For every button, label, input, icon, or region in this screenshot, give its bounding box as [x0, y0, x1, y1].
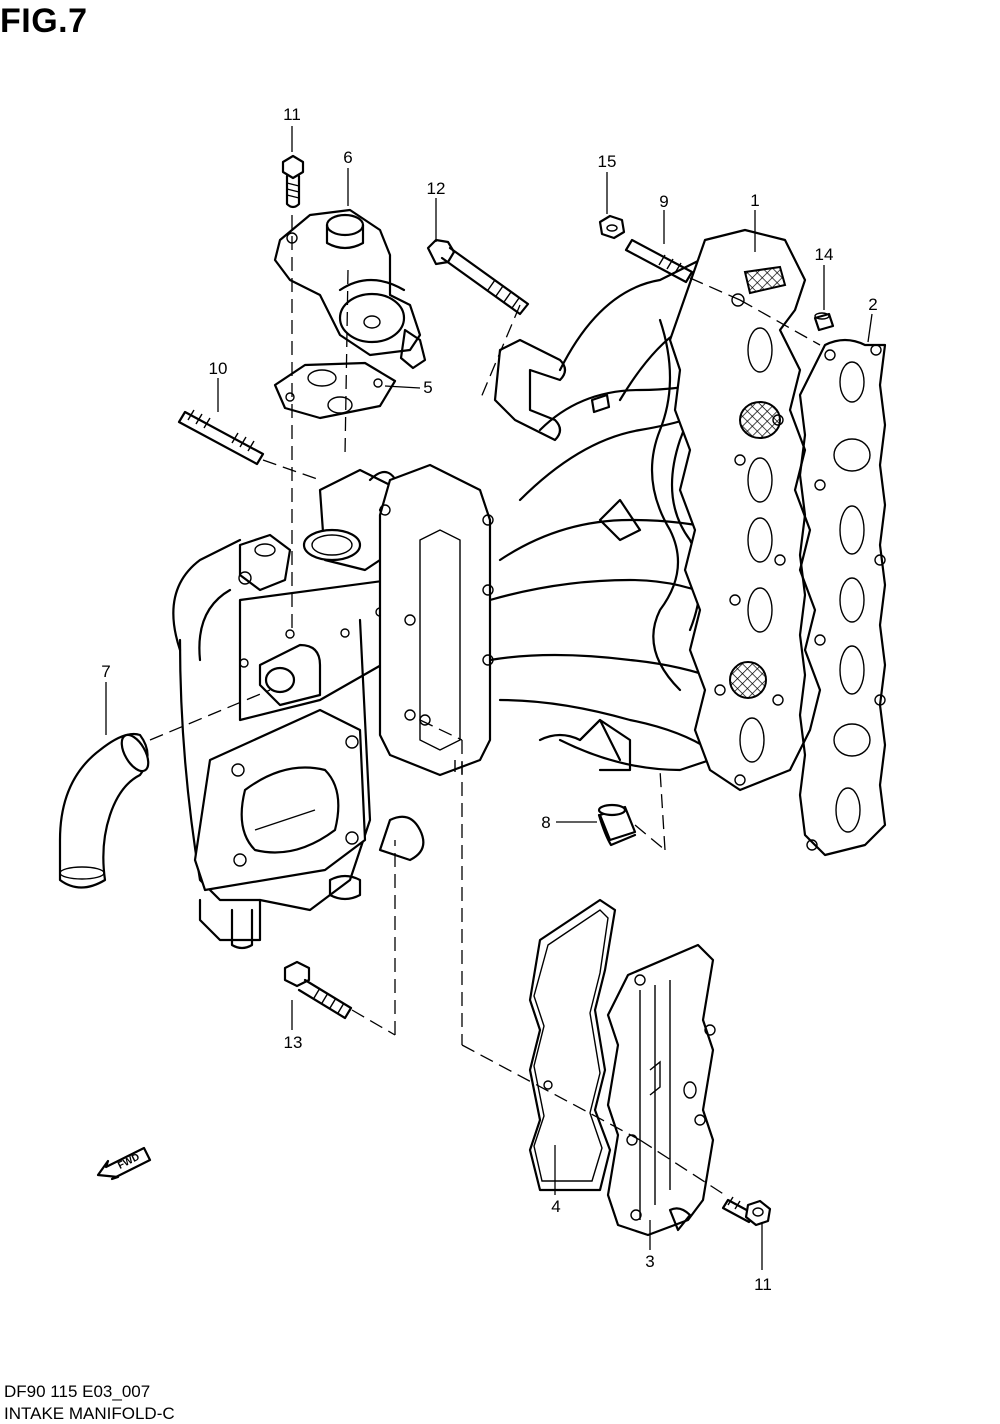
fwd-direction-arrow-icon: FWD: [96, 1146, 152, 1181]
throttle-body: [172, 468, 402, 950]
callout-1: 1: [750, 191, 759, 210]
callout-8: 8: [541, 813, 550, 832]
stud-9: [624, 238, 694, 284]
stud-10: [177, 409, 265, 466]
callout-labels: 11 6 12 15 9 1 14 2 10 5 7 8 13 4 3 11: [101, 105, 877, 1294]
callout-5: 5: [423, 378, 432, 397]
figure-name: INTAKE MANIFOLD-C: [4, 1404, 175, 1423]
nut-15: [598, 214, 626, 240]
callout-14: 14: [815, 245, 834, 264]
bolt-13: [283, 960, 353, 1020]
callout-7: 7: [101, 662, 110, 681]
hose-7: [58, 732, 150, 889]
dowel-14: [813, 312, 835, 332]
callout-11-bottom: 11: [754, 1275, 772, 1294]
callout-3: 3: [645, 1252, 654, 1271]
gasket-5: [273, 361, 397, 420]
manifold-gasket-2: [798, 338, 887, 857]
callout-15: 15: [598, 152, 617, 171]
spacer-8: [597, 803, 637, 847]
callout-6: 6: [343, 148, 352, 167]
bolt-11-top: [281, 154, 305, 209]
leader-lines: [105, 126, 873, 1270]
callout-4: 4: [551, 1197, 560, 1216]
cover-gasket-4: [528, 898, 617, 1192]
callout-10: 10: [209, 359, 228, 378]
iac-valve-6: [273, 208, 427, 370]
callout-11-top: 11: [283, 105, 301, 124]
surge-tank-plate: [378, 463, 494, 862]
cover-plate-3: [606, 943, 716, 1237]
callout-9: 9: [659, 192, 668, 211]
callout-12: 12: [427, 179, 446, 198]
bolt-12: [426, 238, 530, 316]
callout-13: 13: [284, 1033, 303, 1052]
figure-code: DF90 115 E03_007: [4, 1382, 151, 1401]
bolt-11-bottom: [721, 1196, 772, 1227]
callout-2: 2: [868, 295, 877, 314]
intake-manifold-1: [488, 228, 822, 792]
figure-title: FIG.7: [0, 2, 88, 40]
